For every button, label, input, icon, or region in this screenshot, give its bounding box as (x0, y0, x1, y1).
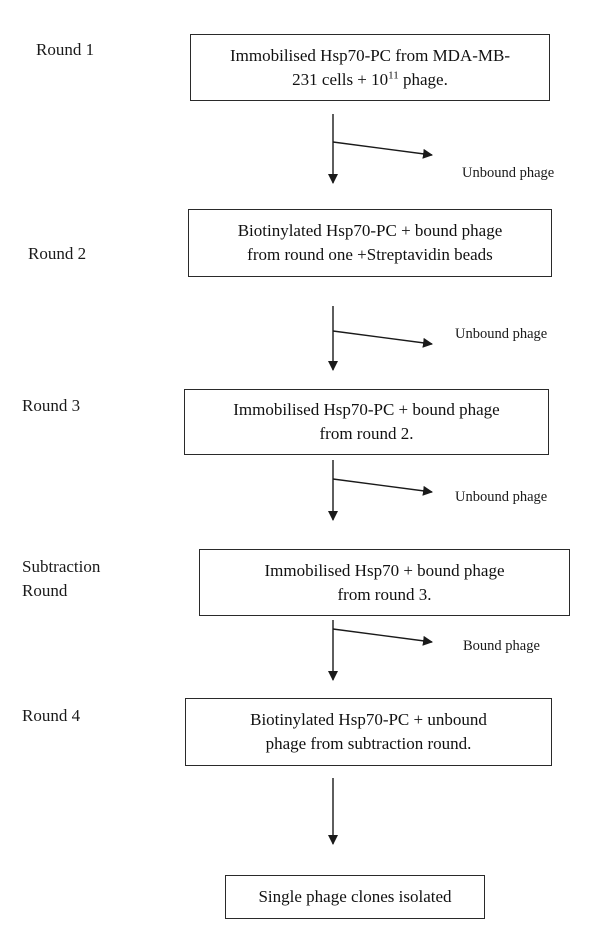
subtraction-box-line2: from round 3. (337, 584, 432, 604)
round-1-box-line2: 231 cells + 1011 phage. (292, 68, 448, 89)
subtraction-box-line1: Immobilised Hsp70 + bound phage (264, 560, 505, 580)
subtraction-round-box: Immobilised Hsp70 + bound phage from rou… (199, 549, 570, 616)
round-2-box: Biotinylated Hsp70-PC + bound phage from… (188, 209, 552, 277)
subtraction-label-line1: Subtraction (22, 557, 101, 576)
round-3-box-line2: from round 2. (319, 424, 414, 443)
round-4-box-line1: Biotinylated Hsp70-PC + unbound (250, 710, 487, 729)
branch-label-4: Bound phage (463, 638, 540, 654)
round-1-label: Round 1 (36, 40, 95, 59)
round-3-box-line1: Immobilised Hsp70-PC + bound phage (233, 400, 500, 419)
branch-arrow-1 (332, 141, 433, 159)
branch-label-1: Unbound phage (462, 165, 555, 181)
round-1-exponent: 11 (388, 68, 399, 81)
final-box-text: Single phage clones isolated (258, 887, 452, 906)
branch-arrow-3 (332, 478, 433, 496)
subtraction-round-label: Subtraction Round (22, 555, 100, 603)
branch-arrow-4 (332, 628, 433, 646)
round-3-label: Round 3 (22, 396, 81, 415)
round-2-label: Round 2 (28, 244, 87, 263)
round-1-box: Immobilised Hsp70-PC from MDA-MB- 231 ce… (190, 34, 550, 101)
round-1-box-line1: Immobilised Hsp70-PC from MDA-MB- (229, 45, 511, 65)
branch-label-2: Unbound phage (455, 326, 548, 342)
final-box: Single phage clones isolated (225, 875, 485, 919)
round-3-box: Immobilised Hsp70-PC + bound phage from … (184, 389, 549, 455)
round-4-box: Biotinylated Hsp70-PC + unbound phage fr… (185, 698, 552, 766)
branch-arrow-2 (332, 330, 433, 348)
round-2-box-line2: from round one +Streptavidin beads (247, 245, 493, 264)
round-4-label: Round 4 (22, 706, 81, 725)
subtraction-label-line2: Round (22, 581, 68, 600)
round-4-box-line2: phage from subtraction round. (265, 734, 472, 753)
branch-label-3: Unbound phage (455, 489, 548, 505)
round-2-box-line1: Biotinylated Hsp70-PC + bound phage (237, 221, 503, 240)
